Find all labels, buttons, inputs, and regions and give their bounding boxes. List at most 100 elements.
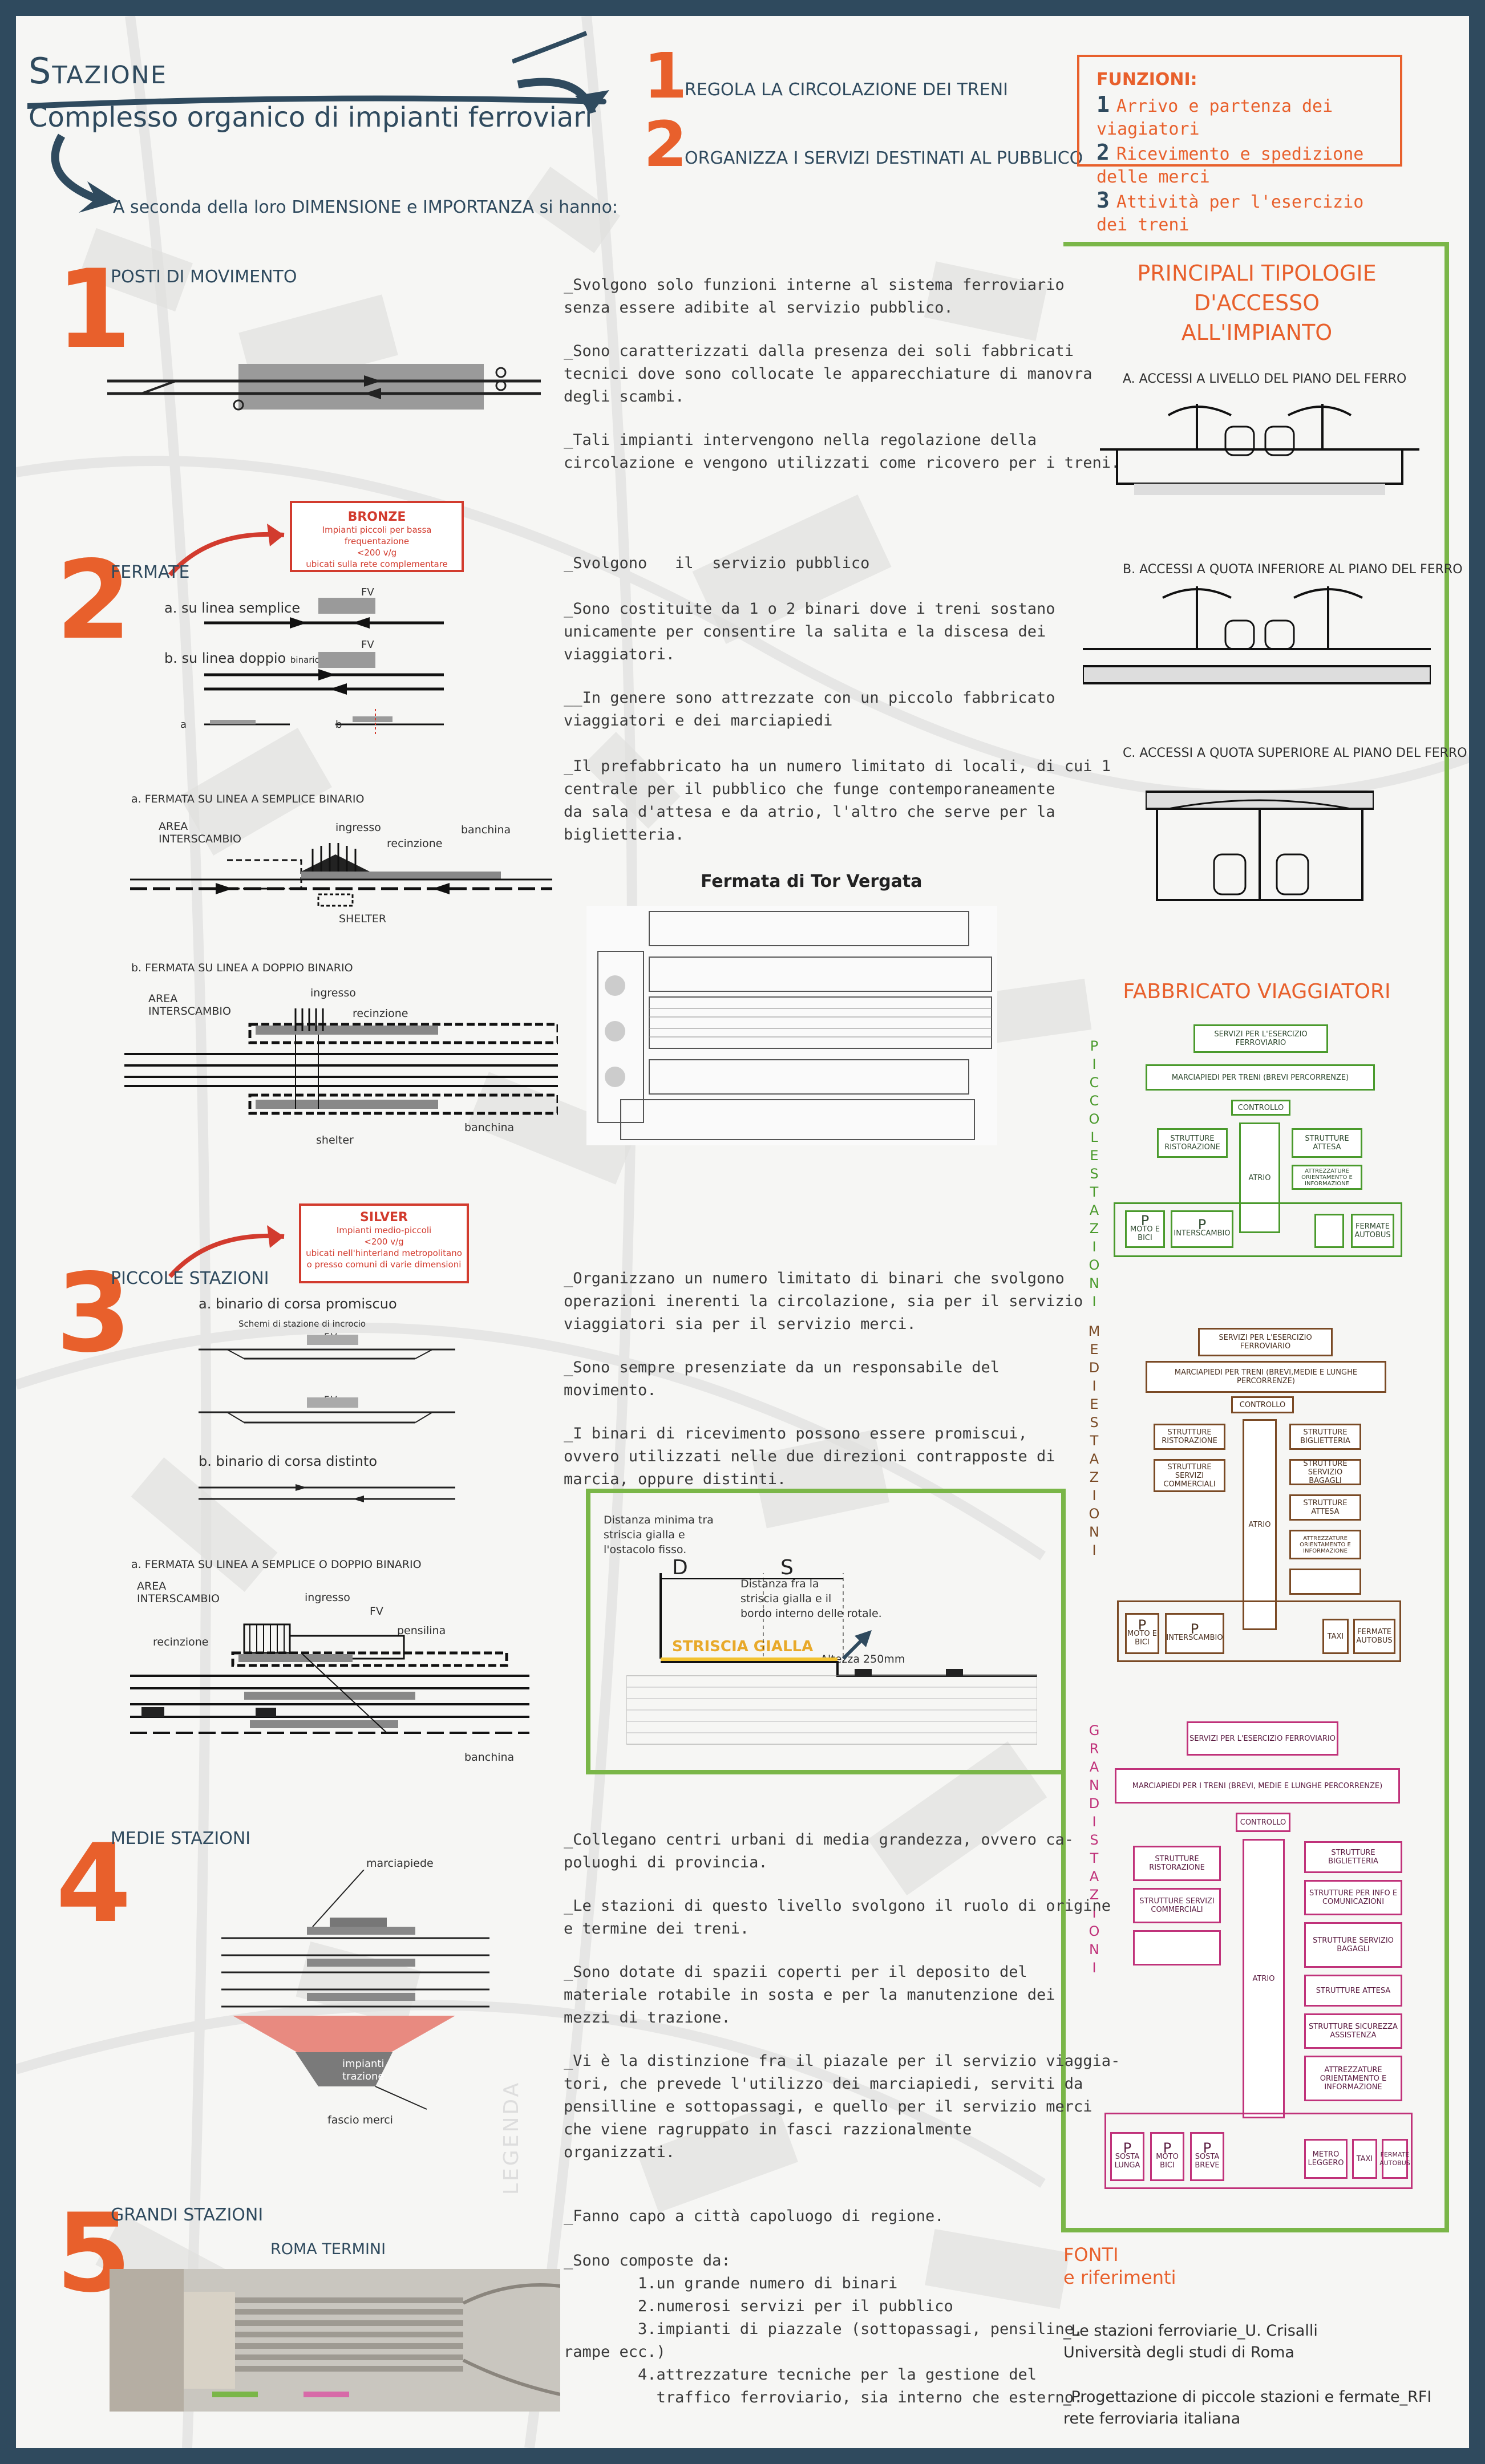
- section-1-title: POSTI DI MOVIMENTO: [111, 267, 297, 287]
- plan-b-title: b. FERMATA SU LINEA A DOPPIO BINARIO: [131, 962, 353, 974]
- fb-bagagli: STRUTTURE SERVIZIO BAGAGLI: [1304, 1922, 1402, 1968]
- fb-commerciali: STRUTTURE SERVIZI COMMERCIALI: [1154, 1459, 1225, 1492]
- shelter-label: SHELTER: [339, 913, 387, 925]
- fb-attesa: STRUTTURE ATTESA: [1292, 1128, 1362, 1158]
- header-item-1: Regola la circolazione dei treni: [685, 80, 1009, 100]
- ingresso-label: ingresso: [335, 821, 381, 834]
- fb-empty-box: [1133, 1930, 1221, 1965]
- fb-attrezzature: ATTREZZATURE ORIENTAMENTO E INFORMAZIONE: [1292, 1165, 1362, 1190]
- striscia-gialla-label: STRISCIA GIALLA: [672, 1638, 814, 1655]
- poster: Stazione Complesso organico di impianti …: [16, 16, 1469, 2448]
- section-1-paragraph: _Tali impianti intervengono nella regola…: [564, 431, 1120, 472]
- plan-a-title: a. FERMATA SU LINEA A SEMPLICE BINARIO: [131, 793, 365, 805]
- option-b-label: b: [335, 719, 342, 731]
- fb-attesa: STRUTTURE ATTESA: [1289, 1494, 1361, 1521]
- fb-controllo: CONTROLLO: [1231, 1100, 1290, 1116]
- fv-label: FV: [361, 639, 374, 651]
- altezza-label: Altezza 250mm: [820, 1653, 905, 1665]
- fabbricato-title: FABBRICATO VIAGGIATORI: [1123, 980, 1391, 1003]
- option-a-label: a: [180, 719, 187, 731]
- recinzione-label: recinzione: [353, 1007, 408, 1020]
- section-4-paragraph: _Le stazioni di questo livello svolgono …: [564, 1897, 1111, 1938]
- fb-attrezzature: ATTREZZATURE ORIENTAMENTO E INFORMAZIONE: [1304, 2056, 1402, 2101]
- fb-ristorazione: STRUTTURE RISTORAZIONE: [1157, 1128, 1228, 1158]
- legenda-watermark: LEGENDA: [500, 2080, 523, 2195]
- fv-label: FV: [361, 586, 374, 598]
- section-2-paragraph: _Svolgono il servizio pubblico: [564, 554, 870, 572]
- fb-servizi: SERVIZI PER L'ESERCIZIO FERROVIARIO: [1198, 1328, 1333, 1356]
- accesso-a-section: [1100, 404, 1419, 495]
- fb-sicurezza: STRUTTURE SICUREZZA ASSISTENZA: [1304, 2013, 1402, 2049]
- distinto-scheme: [199, 1484, 455, 1502]
- fb-servizi: SERVIZI PER L'ESERCIZIO FERROVIARIO: [1187, 1721, 1338, 1756]
- section-4-paragraph: _Vi è la distinzione fra il piazale per …: [564, 2052, 1120, 2161]
- section-5-title: GRANDI STAZIONI: [111, 2205, 264, 2225]
- section-4-title: MEDIE STAZIONI: [111, 1829, 251, 1849]
- fb-empty-box: [1289, 1569, 1361, 1595]
- fb-servizi: SERVIZI PER L'ESERCIZIO FERROVIARIO: [1193, 1024, 1328, 1053]
- header-num-1: 1: [644, 39, 687, 112]
- schemi-incrocio-note: Schemi di stazione di incrocio: [238, 1319, 366, 1329]
- fonti-reference: _Le stazioni ferroviarie_U. Crisalli: [1063, 2322, 1318, 2340]
- piccole-stazioni-plan: [130, 1623, 529, 1734]
- fonti-title: FONTI: [1063, 2244, 1119, 2266]
- section-5-paragraph: _Fanno capo a città capoluogo di regione…: [564, 2207, 944, 2225]
- recinzione-label: recinzione: [153, 1636, 209, 1648]
- banchina-label: banchina: [464, 1121, 515, 1134]
- accesso-c-section: [1146, 791, 1374, 901]
- banchina-label: banchina: [461, 824, 511, 836]
- fb-external-group: [1104, 2113, 1413, 2189]
- fb-taxi: TAXI: [1322, 1619, 1349, 1654]
- arrow-icon: [168, 524, 285, 577]
- platform-note-s: Distanza fra la striscia gialla e il bor…: [741, 1578, 882, 1620]
- roma-termini-caption: ROMA TERMINI: [270, 2240, 386, 2258]
- grandi-stazioni-vertical-label: GRANDI STAZIONI: [1089, 1723, 1102, 1976]
- arrow-icon: [168, 1225, 285, 1278]
- section-1-number: 1: [56, 246, 132, 372]
- section-3-paragraph: _Organizzano un numero limitato di binar…: [564, 1270, 1083, 1333]
- fb-attesa: STRUTTURE ATTESA: [1304, 1975, 1402, 2007]
- platform-section-diagram: [626, 1573, 1037, 1745]
- tor-vergata-plan-image: [586, 906, 997, 1145]
- label-d: D: [672, 1556, 688, 1579]
- fb-fermate: FERMATE AUTOBUS: [1353, 1619, 1395, 1654]
- arrow-icon: [512, 31, 609, 115]
- fermata-linea-semplice-label: a. su linea semplice: [164, 600, 301, 616]
- banchina-label: banchina: [464, 1751, 515, 1764]
- posti-movimento-diagram: [107, 364, 541, 411]
- fb-biglietteria: STRUTTURE BIGLIETTERIA: [1304, 1841, 1402, 1873]
- title-underline-stroke: [27, 95, 606, 109]
- fb-metro: METRO LEGGERO: [1304, 2139, 1348, 2179]
- fonti-subtitle: e riferimenti: [1063, 2267, 1176, 2288]
- silver-badge: SILVER Impianti medio-piccoli <200 v/g u…: [299, 1203, 469, 1283]
- fonti-reference: rete ferroviaria italiana: [1063, 2410, 1241, 2427]
- fb-taxi: TAXI: [1352, 2139, 1377, 2179]
- area-label: AREA: [148, 992, 178, 1005]
- fb-controllo: CONTROLLO: [1236, 1813, 1290, 1832]
- fb-external-group: [1117, 1600, 1401, 1662]
- fb-ristorazione: STRUTTURE RISTORAZIONE: [1133, 1846, 1221, 1881]
- interscambio-label: INTERSCAMBIO: [137, 1592, 220, 1605]
- section-3-paragraph: _I binari di ricevimento possono essere …: [564, 1425, 1055, 1488]
- fb-controllo: CONTROLLO: [1231, 1396, 1294, 1413]
- ingresso-label: ingresso: [310, 987, 356, 999]
- marciapiede-label: marciapiede: [366, 1857, 434, 1870]
- section-2-title: FERMATE: [111, 562, 190, 582]
- section-4-paragraph: _Collegano centri urbani di media grande…: [564, 1831, 1074, 1871]
- area-label: AREA: [159, 820, 188, 833]
- interscambio-label: INTERSCAMBIO: [159, 833, 241, 845]
- plan-title: a. FERMATA SU LINEA A SEMPLICE O DOPPIO …: [131, 1558, 422, 1571]
- fb-ristorazione: STRUTTURE RISTORAZIONE: [1154, 1424, 1225, 1450]
- accesso-c-caption: C. ACCESSI A QUOTA SUPERIORE AL PIANO DE…: [1123, 746, 1467, 760]
- fonti-reference: Università degli studi di Roma: [1063, 2344, 1294, 2361]
- green-frame: [586, 242, 1449, 2232]
- interscambio-label: INTERSCAMBIO: [148, 1005, 231, 1018]
- fb-info: STRUTTURE PER INFO E COMUNICAZIONI: [1304, 1880, 1402, 1915]
- piccole-stazioni-vertical-label: PICCOLE STAZIONI: [1089, 1038, 1102, 1310]
- fb-atrio: ATRIO: [1239, 1122, 1280, 1233]
